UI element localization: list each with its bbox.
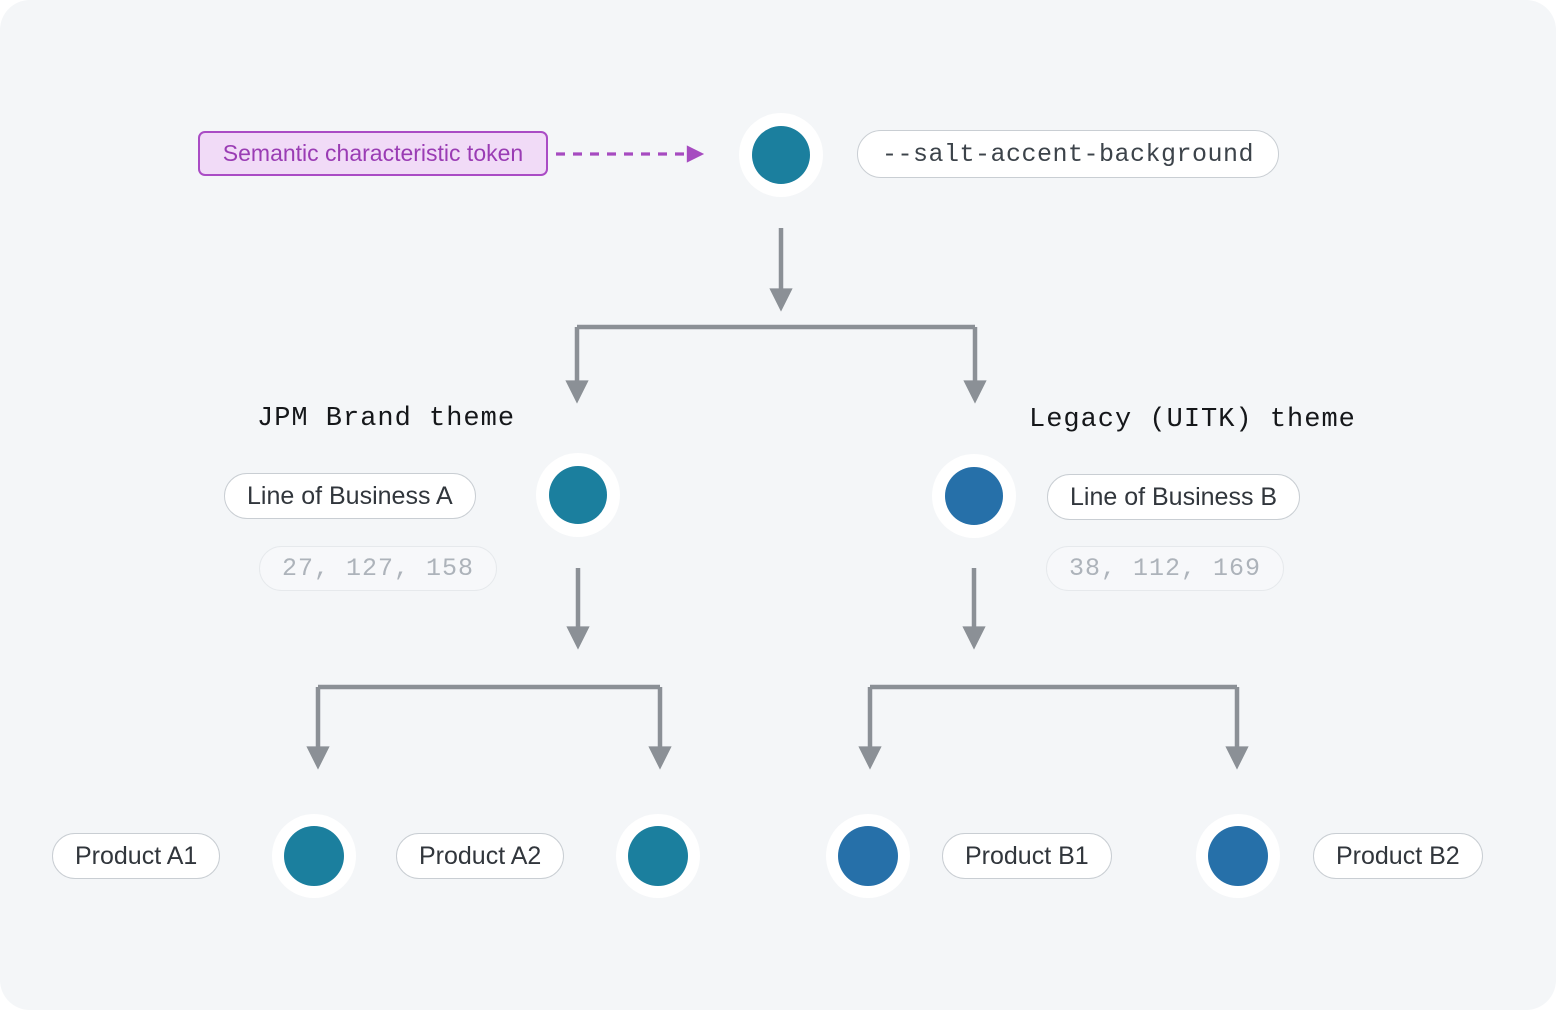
accent-swatch-product-b1-dot	[838, 826, 898, 886]
accent-swatch-theme-jpm[interactable]	[536, 453, 620, 537]
accent-swatch-product-a1-dot	[284, 826, 344, 886]
root-token-chip[interactable]: --salt-accent-background	[857, 130, 1280, 178]
accent-swatch-product-a2-dot	[628, 826, 688, 886]
accent-swatch-product-b2-dot	[1208, 826, 1268, 886]
connector-uitk-to-products	[858, 568, 1249, 770]
connector-root-to-themes	[565, 228, 987, 404]
product-chip-a2[interactable]: Product A2	[396, 833, 565, 879]
lob-chip-a[interactable]: Line of Business A	[224, 473, 476, 519]
theme-label-uitk: Legacy (UITK) theme	[1029, 405, 1356, 435]
accent-swatch-root[interactable]	[739, 113, 823, 197]
accent-swatch-theme-uitk[interactable]	[932, 454, 1016, 538]
accent-swatch-root-dot	[752, 126, 810, 184]
rgb-chip-b: 38, 112, 169	[1046, 546, 1285, 591]
accent-swatch-product-b1[interactable]	[826, 814, 910, 898]
accent-swatch-theme-jpm-dot	[549, 466, 607, 524]
product-chip-b2[interactable]: Product B2	[1313, 833, 1483, 879]
accent-swatch-product-a1[interactable]	[272, 814, 356, 898]
theme-label-jpm: JPM Brand theme	[257, 404, 516, 434]
accent-swatch-theme-uitk-dot	[945, 467, 1003, 525]
lob-chip-b[interactable]: Line of Business B	[1047, 474, 1301, 520]
product-chip-a1[interactable]: Product A1	[52, 833, 221, 879]
connector-jpm-to-products	[306, 568, 672, 770]
rgb-chip-a: 27, 127, 158	[259, 546, 498, 591]
semantic-token-annotation: Semantic characteristic token	[198, 131, 548, 176]
accent-swatch-product-a2[interactable]	[616, 814, 700, 898]
product-chip-b1[interactable]: Product B1	[942, 833, 1112, 879]
accent-swatch-product-b2[interactable]	[1196, 814, 1280, 898]
